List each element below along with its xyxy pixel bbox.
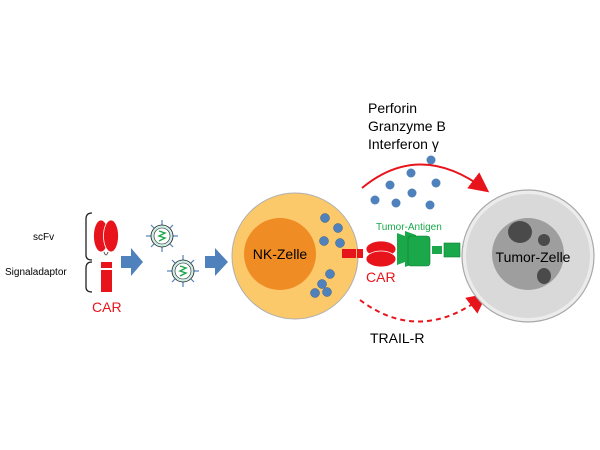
scfv-domain-right [103,219,119,253]
car-receptor [342,240,397,268]
transduction-arrow-1 [121,248,143,276]
trail-r-label: TRAIL-R [370,330,424,346]
tumor-nucleolus-1 [508,221,532,243]
nk-granules [310,213,345,298]
scfv-linker [103,251,109,256]
tumor-nucleolus-2 [538,234,550,246]
nk-cell: NK-Zelle [231,192,359,320]
interferon-label: Interferon γ [368,136,439,152]
nk-cell-nucleus [244,218,316,290]
tumor-cell-label: Tumor-Zelle [496,249,571,265]
viral-vector-bottom [167,255,199,287]
viral-vector-top [146,220,178,252]
transduction-arrow-2 [205,248,228,276]
tumor-cell: Tumor-Zelle [461,189,595,323]
secreted-molecules-text: Perforin Granzyme B Interferon γ [368,100,446,152]
scfv-label: scFv [33,232,54,243]
tumor-nucleolus-3 [537,268,551,284]
signaladaptor-label: Signaladaptor [5,267,67,278]
car-legend-label: CAR [92,299,122,315]
car-construct-legend: scFv Signaladaptor CAR [5,212,122,315]
signal-adaptor-top [101,262,112,268]
granzyme-label: Granzyme B [368,118,446,134]
tumor-antigen-label: Tumor-Antigen [376,222,442,233]
cytotoxic-release-arrow [361,163,490,193]
secreted-granules [370,155,441,210]
perforin-label: Perforin [368,100,417,116]
car-label: CAR [366,269,396,285]
trail-arrow [359,293,488,323]
scfv-bracket [85,212,93,261]
signal-adaptor-bottom [101,270,112,292]
signaladaptor-bracket [85,261,93,293]
nk-cell-label: NK-Zelle [253,246,308,262]
